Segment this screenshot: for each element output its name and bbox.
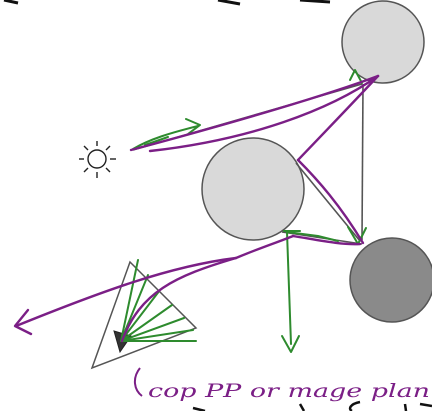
- sun-icon: [79, 141, 116, 178]
- sphere-bottom-right-dark: [349, 237, 432, 323]
- normal-strokes: [120, 69, 367, 353]
- annotation-bracket: [134, 367, 143, 397]
- sphere-top-right: [341, 0, 425, 84]
- top-edge-marks: [3, 0, 331, 6]
- sphere-center: [201, 137, 305, 241]
- annotation-label: cop PP or mage plan: [148, 380, 430, 402]
- traced-rays: [13, 74, 380, 343]
- bottom-edge-marks: [192, 400, 432, 411]
